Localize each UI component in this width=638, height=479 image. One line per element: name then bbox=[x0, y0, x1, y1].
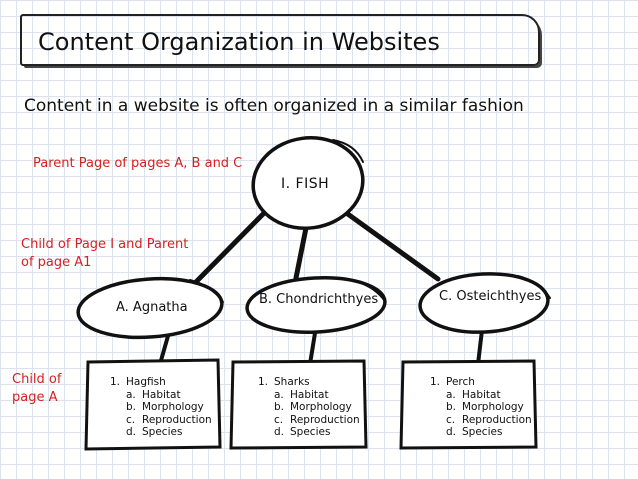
list-subitem-letter: d. bbox=[126, 426, 137, 439]
list-item-label: Sharks bbox=[274, 376, 310, 388]
connector-c-box bbox=[476, 328, 484, 366]
title-box bbox=[20, 14, 540, 66]
child-note: Child of page A bbox=[12, 371, 61, 407]
list-subitem: a. Habitat bbox=[258, 389, 360, 402]
list-subitem-label: Morphology bbox=[290, 401, 352, 414]
list-subitem: d. Species bbox=[258, 426, 360, 439]
list-subitem-label: Species bbox=[462, 426, 503, 439]
list-item: 1. Hagfish bbox=[110, 376, 212, 389]
list-subitem: b. Morphology bbox=[110, 401, 212, 414]
branch-c-flourish bbox=[517, 275, 551, 299]
child-note-line1: Child of bbox=[12, 372, 62, 387]
box-c-list: 1. Perch a. Habitat b. Morphology c. Reprodu… bbox=[430, 376, 532, 439]
box-a-list: 1. Hagfish a. Habitat b. Morphology c. Repro… bbox=[110, 376, 212, 439]
list-subitem-letter: d. bbox=[274, 426, 285, 439]
child-parent-note-line1: Child of Page I and Parent bbox=[21, 237, 189, 252]
list-subitem-letter: a. bbox=[446, 388, 456, 401]
box-b-list: 1. Sharks a. Habitat b. Morphology c. Reprod… bbox=[258, 376, 360, 439]
list-subitem-letter: c. bbox=[274, 413, 284, 426]
list-subitem-letter: a. bbox=[126, 388, 136, 401]
connector-root-a bbox=[189, 202, 275, 289]
branch-b-flourish bbox=[351, 279, 385, 301]
list-item-number: 1. bbox=[258, 376, 269, 388]
list-subitem: d. Species bbox=[430, 426, 532, 439]
list-subitem-letter: b. bbox=[126, 401, 137, 414]
list-subitem-letter: d. bbox=[446, 426, 457, 439]
list-subitem-label: Species bbox=[290, 426, 331, 439]
root-node-shape bbox=[251, 136, 365, 230]
branch-b-label: B. Chondrichthyes bbox=[259, 292, 379, 307]
branch-c-shape bbox=[418, 272, 550, 334]
list-item-number: 1. bbox=[430, 376, 441, 388]
child-parent-note: Child of Page I and Parent of page A1 bbox=[21, 236, 188, 272]
list-subitem-label: Habitat bbox=[290, 388, 329, 401]
list-subitem-label: Morphology bbox=[142, 401, 204, 414]
list-subitem: a. Habitat bbox=[430, 389, 532, 402]
child-note-line2: page A bbox=[12, 390, 58, 405]
connector-root-b bbox=[293, 225, 309, 281]
list-subitem: c. Reproduction bbox=[430, 414, 532, 427]
list-subitem-label: Habitat bbox=[462, 388, 501, 401]
child-parent-note-line2: of page A1 bbox=[21, 255, 92, 270]
list-subitem-label: Species bbox=[142, 426, 183, 439]
list-subitem: b. Morphology bbox=[258, 401, 360, 414]
list-subitem-label: Morphology bbox=[462, 401, 524, 414]
list-subitem: a. Habitat bbox=[110, 389, 212, 402]
list-subitem-letter: b. bbox=[274, 401, 285, 414]
list-subitem-letter: c. bbox=[446, 413, 456, 426]
list-subitem-label: Reproduction bbox=[142, 413, 212, 426]
list-item-label: Hagfish bbox=[126, 376, 166, 388]
branch-c-label: C. Osteichthyes bbox=[439, 289, 542, 304]
list-subitem-label: Reproduction bbox=[290, 413, 360, 426]
list-subitem-letter: b. bbox=[446, 401, 457, 414]
list-subitem-label: Reproduction bbox=[462, 413, 532, 426]
list-subitem-letter: c. bbox=[126, 413, 136, 426]
branch-a-flourish bbox=[189, 279, 224, 303]
list-subitem: d. Species bbox=[110, 426, 212, 439]
parent-note-text: Parent Page of pages A, B and C bbox=[33, 156, 243, 171]
branch-b-shape bbox=[245, 276, 387, 334]
list-subitem: c. Reproduction bbox=[258, 414, 360, 427]
box-a-shape bbox=[84, 358, 222, 451]
root-node-label: I. FISH bbox=[281, 176, 330, 192]
branch-a-shape bbox=[76, 276, 224, 340]
connector-root-c bbox=[342, 209, 441, 282]
list-subitem-label: Habitat bbox=[142, 388, 181, 401]
list-subitem: b. Morphology bbox=[430, 401, 532, 414]
connector-b-box bbox=[308, 331, 317, 366]
page-title: Content Organization in Websites bbox=[38, 28, 440, 56]
box-c-shape bbox=[399, 359, 538, 450]
branch-a-label: A. Agnatha bbox=[116, 300, 188, 315]
list-item: 1. Sharks bbox=[258, 376, 360, 389]
list-item-label: Perch bbox=[446, 376, 475, 388]
list-subitem-letter: a. bbox=[274, 388, 284, 401]
page-subtitle: Content in a website is often organized … bbox=[24, 96, 524, 116]
connector-a-box bbox=[158, 334, 170, 366]
box-b-shape bbox=[229, 359, 368, 450]
list-item-number: 1. bbox=[110, 376, 121, 388]
parent-note: Parent Page of pages A, B and C bbox=[33, 155, 242, 173]
root-node-flourish bbox=[332, 139, 364, 163]
list-subitem: c. Reproduction bbox=[110, 414, 212, 427]
list-item: 1. Perch bbox=[430, 376, 532, 389]
